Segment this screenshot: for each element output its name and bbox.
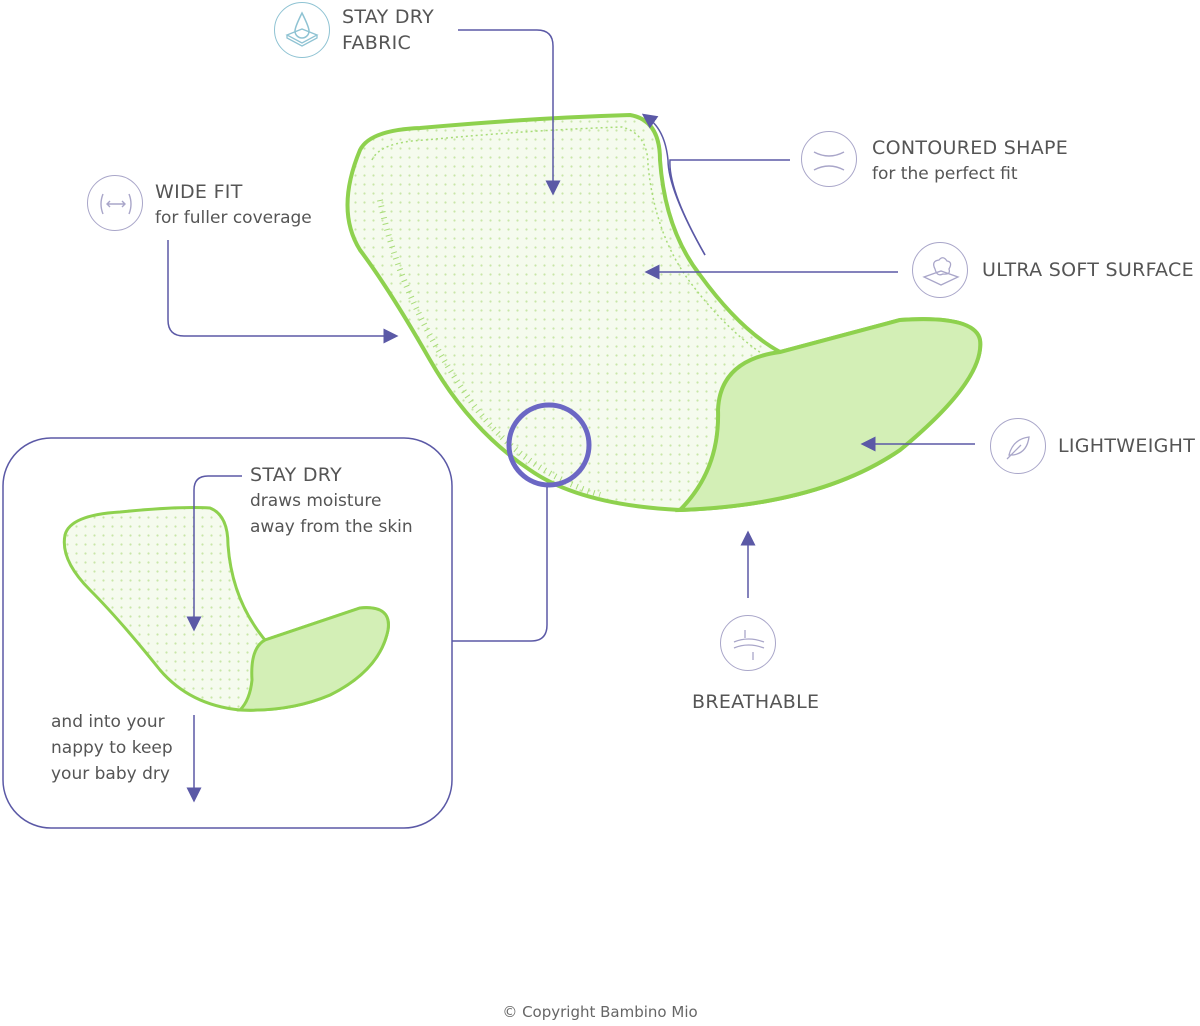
wide-fit-label: WIDE FIT for fuller coverage: [155, 179, 312, 231]
cotton-icon: [912, 242, 968, 298]
inset-bottom-label: and into your nappy to keep your baby dr…: [51, 709, 173, 787]
main-liner-illustration: [345, 112, 983, 513]
lightweight-label: LIGHTWEIGHT: [1058, 433, 1195, 459]
inset-line-1: draws moisture: [250, 491, 382, 511]
breathable-label: BREATHABLE: [692, 689, 819, 715]
inset-title: STAY DRY: [250, 464, 342, 486]
ultra-soft-label: ULTRA SOFT SURFACE: [982, 257, 1194, 283]
inset-bottom-line-2: nappy to keep: [51, 738, 173, 758]
wide-fit-subtitle: for fuller coverage: [155, 208, 312, 228]
contoured-shape-subtitle: for the perfect fit: [872, 164, 1018, 184]
inset-line-2: away from the skin: [250, 517, 413, 537]
stay-dry-fabric-label: STAY DRY FABRIC: [342, 4, 434, 56]
stay-dry-fabric-title-1: STAY DRY: [342, 6, 434, 28]
wide-fit-title: WIDE FIT: [155, 181, 243, 203]
inset-bottom-line-3: your baby dry: [51, 764, 170, 784]
contoured-shape-title: CONTOURED SHAPE: [872, 137, 1069, 159]
copyright: © Copyright Bambino Mio: [502, 1003, 698, 1021]
magnify-circle: [506, 402, 592, 488]
inset-liner-illustration: [62, 506, 390, 712]
lightweight-title: LIGHTWEIGHT: [1058, 435, 1196, 457]
airflow-icon: [720, 615, 776, 671]
feather-icon: [990, 418, 1046, 474]
curved-arrows-icon: [801, 131, 857, 187]
droplet-icon: [274, 2, 330, 58]
contoured-shape-label: CONTOURED SHAPE for the perfect fit: [872, 135, 1068, 187]
horizontal-arrows-icon: [87, 175, 143, 231]
ultra-soft-title: ULTRA SOFT SURFACE: [982, 259, 1194, 281]
stay-dry-fabric-title-2: FABRIC: [342, 32, 412, 54]
inset-stay-dry-label: STAY DRY draws moisture away from the sk…: [250, 462, 413, 540]
inset-bottom-line-1: and into your: [51, 712, 165, 732]
breathable-title: BREATHABLE: [692, 691, 820, 713]
inset-box: [2, 437, 453, 829]
